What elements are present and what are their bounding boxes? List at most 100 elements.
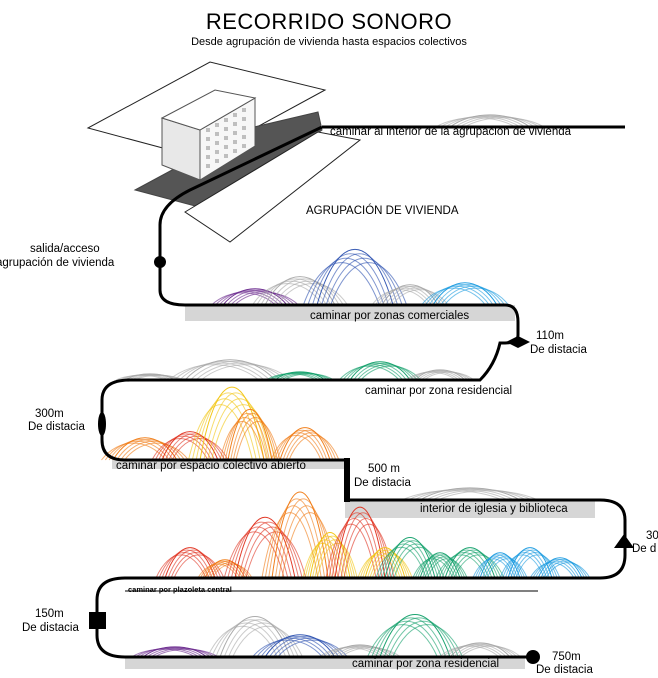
sound-wave-line <box>379 614 451 658</box>
sound-wave-line <box>420 370 472 381</box>
sound-wave-line <box>515 554 561 579</box>
sound-wave-line <box>146 647 212 658</box>
marker-110m-distance: 110m <box>536 330 564 342</box>
sound-wave-line <box>276 429 328 461</box>
sound-wave-line <box>311 535 353 579</box>
segment-label-residential-1: caminar por zona residencial <box>365 385 513 397</box>
sound-wave-line <box>449 114 531 128</box>
sound-hill <box>211 288 299 306</box>
sound-wave-line <box>108 439 174 461</box>
sound-wave-line <box>486 558 528 579</box>
sound-hill <box>223 516 307 579</box>
building-window <box>233 113 237 117</box>
sound-wave-line <box>456 644 518 658</box>
sound-wave-line <box>542 560 588 579</box>
building-window <box>242 144 246 148</box>
marker-300m-distance: 300m <box>35 408 64 420</box>
sound-wave-line <box>428 284 494 306</box>
sound-wave-line <box>366 624 438 658</box>
sound-wave-line <box>311 253 389 306</box>
sound-wave-line <box>227 409 273 461</box>
sound-wave-line <box>202 560 244 579</box>
sound-hill <box>438 642 522 658</box>
building-window <box>224 154 228 158</box>
building-windows <box>206 108 246 168</box>
segment-label-church: interior de iglesia y biblioteca <box>420 503 568 515</box>
sound-wave-line <box>336 646 398 658</box>
sound-hill <box>206 616 304 658</box>
sound-hill <box>261 491 339 579</box>
sound-wave-line <box>378 285 436 306</box>
sound-wave-line <box>190 361 281 381</box>
sound-wave-line <box>264 634 336 658</box>
sound-wave-line <box>206 625 278 658</box>
sound-wave-line <box>453 554 505 579</box>
sound-wave-line <box>207 398 273 461</box>
housing-block <box>86 61 362 243</box>
sound-wave-line <box>227 622 299 658</box>
building-window <box>206 155 210 159</box>
sound-wave-line <box>349 361 411 381</box>
page-title: RECORRIDO SONORO <box>205 9 453 34</box>
ground-band-open-space <box>112 459 344 469</box>
building-window <box>215 123 219 127</box>
segment-label-housing-walk: caminar al interior de la agrupación de … <box>330 126 572 138</box>
sound-wave-line <box>195 392 261 461</box>
sound-wave-line <box>238 521 300 579</box>
sound-hill <box>131 646 219 658</box>
building-window <box>242 126 246 130</box>
sound-wave-line <box>268 278 340 306</box>
building-window <box>224 145 228 149</box>
marker-110m-caption: De distacia <box>530 344 587 356</box>
building-roof <box>160 89 257 131</box>
sound-wave-line <box>230 413 276 461</box>
sound-wave-line <box>316 248 394 306</box>
sound-wave-line <box>278 505 336 579</box>
sound-hill <box>529 557 591 579</box>
building-window <box>242 135 246 139</box>
sound-wave-line <box>127 373 179 381</box>
sound-wave-line <box>432 282 498 306</box>
sound-wave-line <box>260 278 332 306</box>
building-window <box>206 137 210 141</box>
sound-hill <box>219 409 281 461</box>
sound-wave-line <box>211 622 283 658</box>
marker-300m-ellipse <box>98 412 106 436</box>
sound-wave-line <box>328 517 380 579</box>
sound-wave-line <box>161 431 219 461</box>
sound-wave-line <box>173 554 225 579</box>
building-window <box>215 150 219 154</box>
sound-wave-line <box>334 506 386 579</box>
sound-wave-line <box>417 370 469 381</box>
sound-wave-line <box>211 563 253 579</box>
sound-wave-line <box>227 526 289 579</box>
sound-wave-line <box>459 116 540 128</box>
sound-wave-line <box>387 620 459 658</box>
ground-band-commercial <box>185 305 515 321</box>
sound-wave-line <box>154 648 219 658</box>
sound-wave-line <box>444 287 509 306</box>
building-window <box>242 117 246 121</box>
marker-500m-distance: 500 m <box>368 463 400 475</box>
sound-hill <box>265 371 335 381</box>
marker-750m-circle <box>526 650 540 664</box>
route-path <box>95 125 627 659</box>
sound-wave-line <box>540 559 586 579</box>
ground-band-church <box>345 500 595 518</box>
sound-wave-line <box>282 429 334 461</box>
sound-wave-line <box>283 373 335 381</box>
sound-wave-line <box>271 491 329 579</box>
sound-wave-line <box>204 559 246 579</box>
building-window <box>215 132 219 136</box>
sound-wave-line <box>426 558 468 579</box>
sound-wave-line <box>232 416 278 461</box>
sound-wave-line <box>260 636 332 658</box>
building-window <box>233 149 237 153</box>
sound-wave-line <box>234 516 296 579</box>
sound-wave-line <box>168 435 226 461</box>
sound-wave-line <box>381 540 433 579</box>
exit-marker-circle <box>154 256 166 268</box>
sound-hill <box>401 487 539 501</box>
sound-wave-line <box>224 413 270 461</box>
